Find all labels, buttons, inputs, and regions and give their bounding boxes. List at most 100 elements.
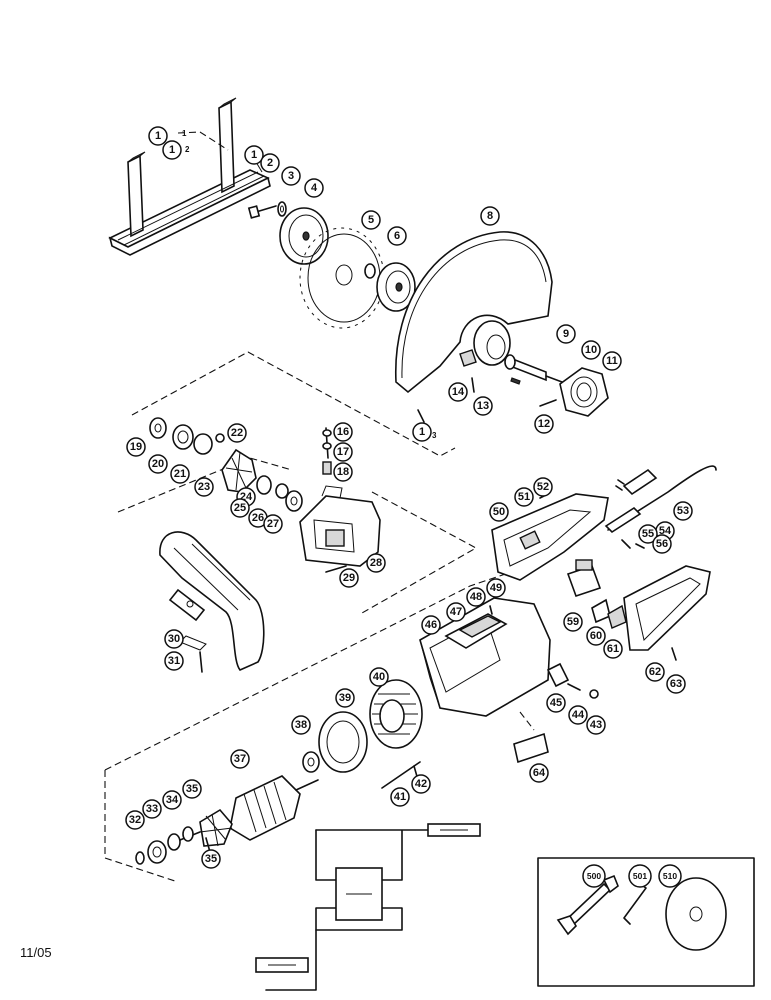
callout-label: 55	[642, 528, 654, 540]
gearbox-internal-parts	[149, 417, 303, 512]
callout-circle	[658, 864, 682, 888]
screw-part-48	[489, 605, 493, 615]
callout-circle	[230, 749, 250, 769]
callout-16: 16	[333, 422, 353, 442]
screw-part-14	[471, 377, 475, 393]
callout-label: 46	[425, 619, 437, 631]
callout-62: 62	[645, 662, 665, 682]
callout-circle	[339, 568, 359, 588]
screw-part-12	[539, 399, 557, 407]
callout-8: 8	[480, 206, 500, 226]
callout-label: 56	[656, 538, 668, 550]
callout-label: 18	[337, 466, 349, 478]
callout-circle	[142, 799, 162, 819]
callout-2: 2	[260, 153, 280, 173]
cord-guard-part-54	[604, 506, 642, 534]
callout-31: 31	[164, 651, 184, 671]
stand-bracket	[108, 97, 271, 256]
callout-circle	[534, 414, 554, 434]
callout-39: 39	[335, 688, 355, 708]
callout-circle	[568, 705, 588, 725]
callout-circle	[480, 206, 500, 226]
callout-29: 29	[339, 568, 359, 588]
callout-20: 20	[148, 454, 168, 474]
callout-circle	[148, 126, 168, 146]
callout-circle	[602, 351, 622, 371]
callout-label: 44	[572, 709, 585, 721]
callout-label: 14	[452, 386, 465, 398]
callout-label: 1	[419, 426, 425, 438]
callout-label: 41	[394, 791, 406, 803]
callout-45: 45	[546, 693, 566, 713]
callout-circle	[244, 145, 264, 165]
inner-flange-part-6	[376, 262, 416, 312]
callout-label: 29	[343, 572, 355, 584]
callout-circle	[645, 662, 665, 682]
callout-circle	[586, 715, 606, 735]
callout-label: 33	[146, 803, 158, 815]
callout-label: 3	[288, 170, 294, 182]
callout-label: 6	[394, 230, 400, 242]
callout-circle	[230, 498, 250, 518]
callout-label: 49	[490, 582, 502, 594]
callout-27: 27	[263, 514, 283, 534]
callout-sub-label: 1	[182, 129, 187, 138]
washer-part-3	[277, 201, 287, 217]
callout-circle	[125, 810, 145, 830]
washer-part-30	[179, 635, 207, 651]
outer-flange-part-4	[279, 207, 329, 265]
rear-bearing-parts	[135, 826, 211, 865]
cord-and-plug-part-53	[607, 465, 717, 531]
callout-circle	[227, 423, 247, 443]
bearing-part-38	[302, 751, 320, 773]
screw-part-29	[325, 565, 347, 573]
callout-26: 26	[248, 508, 268, 528]
callout-35: 35	[182, 779, 202, 799]
spacer-part-5	[364, 263, 376, 279]
callout-circle	[466, 587, 486, 607]
label-plate-part-47	[458, 615, 502, 638]
callout-label: 35	[186, 783, 198, 795]
callout-circle	[638, 524, 658, 544]
callout-circle	[666, 674, 686, 694]
callout-510: 510	[658, 864, 682, 888]
callout-label: 59	[567, 616, 579, 628]
callout-circle	[366, 553, 386, 573]
callout-label: 54	[659, 525, 672, 537]
callout-label: 32	[129, 814, 141, 826]
callout-33: 33	[142, 799, 162, 819]
gear-case-part-28	[299, 485, 381, 567]
callout-circle	[148, 454, 168, 474]
callout-44: 44	[568, 705, 588, 725]
callout-circle	[563, 612, 583, 632]
callout-circle	[486, 578, 506, 598]
callout-label: 40	[373, 671, 385, 683]
callout-37: 37	[230, 749, 250, 769]
callout-5: 5	[361, 210, 381, 230]
callout-47: 47	[446, 602, 466, 622]
callout-label: 4	[311, 182, 318, 194]
callout-circle	[333, 422, 353, 442]
callout-circle	[473, 396, 493, 416]
rear-handle-part-50	[491, 493, 609, 581]
callout-circle	[164, 651, 184, 671]
screw-part-1-3	[417, 409, 425, 423]
switch-button-part-61	[607, 604, 627, 629]
callout-circle	[164, 629, 184, 649]
callout-25: 25	[230, 498, 250, 518]
callout-10: 10	[581, 340, 601, 360]
spindle-part-10	[504, 354, 563, 385]
callout-circle	[581, 340, 601, 360]
callout-59: 59	[563, 612, 583, 632]
callout-label: 8	[487, 210, 493, 222]
callout-53: 53	[673, 501, 693, 521]
callout-label: 37	[234, 753, 246, 765]
callout-circle	[260, 153, 280, 173]
switch-part-59	[566, 559, 602, 598]
callout-42: 42	[411, 774, 431, 794]
wheel-guard	[395, 231, 553, 394]
callout-label: 5	[368, 214, 374, 226]
callout-28: 28	[366, 553, 386, 573]
callout-label: 2	[267, 157, 273, 169]
